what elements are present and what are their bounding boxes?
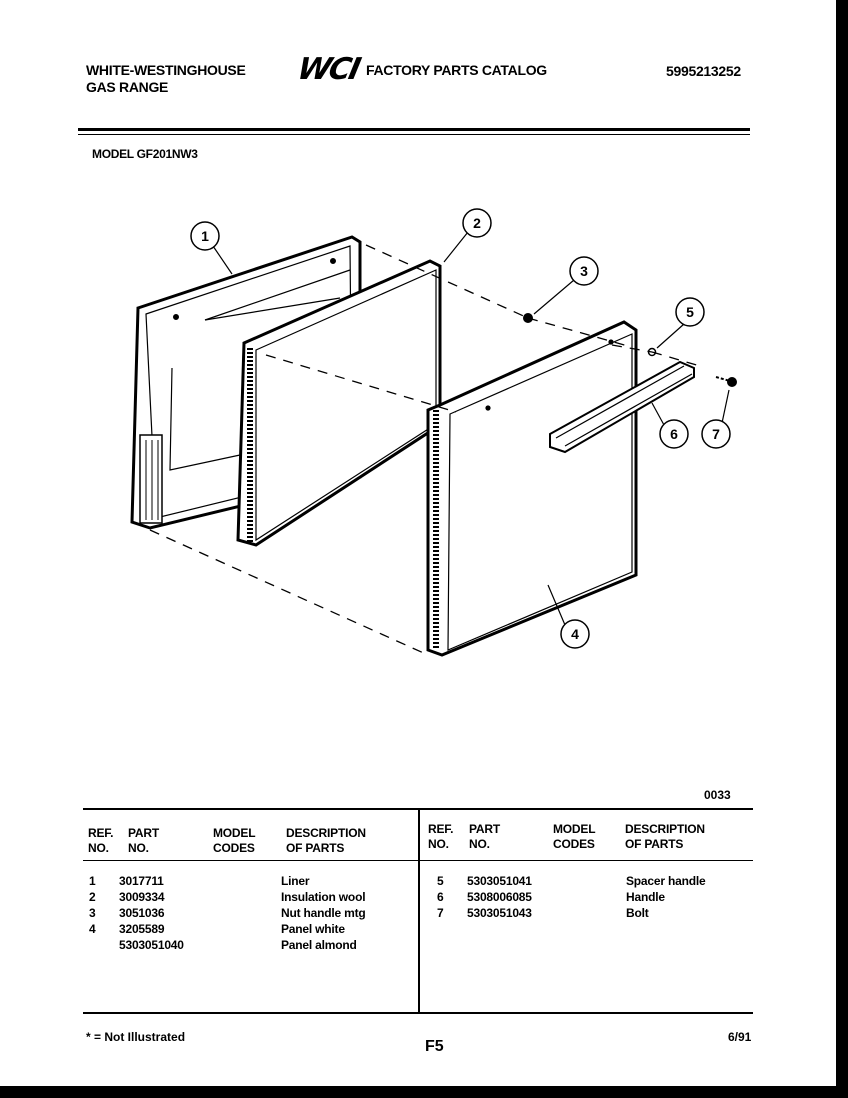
table-row-ref: 5 (437, 874, 444, 888)
table-row-part: 5308006085 (467, 890, 532, 904)
brand-line-1: WHITE-WESTINGHOUSE (86, 62, 246, 78)
table-row-part: 5303051040 (119, 938, 184, 952)
exploded-parts-diagram: 1 2 3 4 5 6 7 (130, 208, 737, 657)
table-row-ref: 2 (89, 890, 96, 904)
table-divider (418, 808, 420, 1012)
callout-2: 2 (473, 215, 481, 231)
table-row-desc: Insulation wool (281, 890, 366, 904)
header-rule-thin (78, 134, 750, 135)
table-row-part: 5303051041 (467, 874, 532, 888)
header-part-no-right: PART NO. (469, 822, 500, 851)
callout-circles (190, 208, 731, 649)
table-row-desc: Liner (281, 874, 310, 888)
header-ref-no: REF. NO. (88, 826, 114, 855)
figure-code: 0033 (704, 788, 731, 802)
model-label: MODEL GF201NW3 (92, 147, 198, 161)
table-row-ref: 7 (437, 906, 444, 920)
header-model-codes: MODEL CODES (213, 826, 256, 855)
table-row-part: 5303051043 (467, 906, 532, 920)
callout-1: 1 (201, 228, 209, 244)
header-model-codes-right: MODEL CODES (553, 822, 596, 851)
table-row-desc: Panel white (281, 922, 345, 936)
table-row-desc: Panel almond (281, 938, 357, 952)
catalog-number: 5995213252 (666, 63, 741, 79)
catalog-title: FACTORY PARTS CATALOG (366, 62, 547, 78)
scan-border-bottom (0, 1086, 848, 1098)
table-row-desc: Nut handle mtg (281, 906, 366, 920)
table-row-desc: Spacer handle (626, 874, 706, 888)
table-row-part: 3051036 (119, 906, 165, 920)
header-ref-no-right: REF. NO. (428, 822, 454, 851)
table-row-part: 3017711 (119, 874, 164, 888)
callout-leaders (212, 231, 730, 626)
table-row-desc: Bolt (626, 906, 649, 920)
scan-border-right (836, 0, 848, 1098)
brand-line-2: GAS RANGE (86, 79, 169, 95)
table-row-ref: 1 (89, 874, 96, 888)
callout-6: 6 (670, 426, 678, 442)
header-description: DESCRIPTION OF PARTS (286, 826, 366, 855)
table-row-part: 3009334 (119, 890, 165, 904)
callout-3: 3 (580, 263, 588, 279)
callout-5: 5 (686, 304, 694, 320)
handle-part (549, 360, 695, 454)
alignment-lines (149, 244, 701, 656)
table-row-ref: 6 (437, 890, 444, 904)
revision-date: 6/91 (728, 1030, 752, 1044)
wci-logo: WCI (294, 52, 363, 87)
header-rule-thick (78, 128, 750, 131)
not-illustrated-note: * = Not Illustrated (86, 1030, 186, 1044)
table-row-ref: 3 (89, 906, 96, 920)
page-number: F5 (425, 1038, 444, 1055)
bolt-part (715, 376, 737, 387)
callout-7: 7 (712, 426, 720, 442)
table-header-rule (83, 860, 753, 861)
table-row-ref: 4 (89, 922, 96, 936)
callout-4: 4 (571, 626, 579, 642)
header-part-no: PART NO. (128, 826, 159, 855)
table-row-part: 3205589 (119, 922, 165, 936)
header-description-right: DESCRIPTION OF PARTS (625, 822, 705, 851)
table-row-desc: Handle (626, 890, 665, 904)
panel-part (426, 320, 638, 657)
